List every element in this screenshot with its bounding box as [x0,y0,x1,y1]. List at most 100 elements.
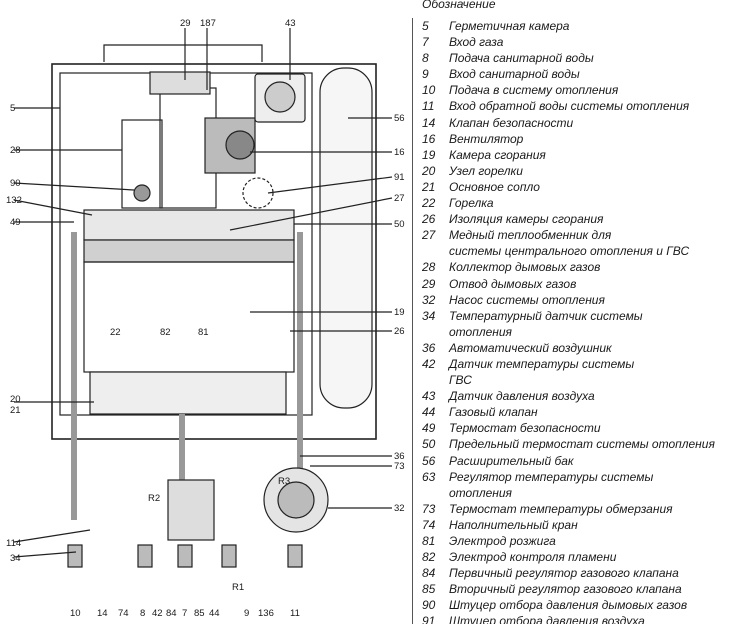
legend-item: 34 Температурный датчик системы [413,308,731,324]
callout-36: 36 [394,451,405,462]
legend-item-text: Клапан безопасности [449,115,574,130]
legend-item-text: отопления [449,324,512,339]
legend-item-text: Вторичный регулятор газового клапана [449,582,682,597]
legend-item-text: Температурный датчик системы [449,308,643,323]
legend-item-text: Расширительный бак [449,453,574,468]
smoke-collector [121,119,163,209]
callout-74: 74 [118,608,129,619]
legend-item-text: Электрод контроля пламени [449,550,617,565]
callout-43: 43 [285,18,296,29]
legend-item-number: 82 [422,550,436,565]
legend-item-text: Основное сопло [449,179,540,194]
legend-item: 11 Вход обратной воды системы отопления [413,98,731,114]
legend-item-text: отопления [449,485,512,500]
callout-91: 91 [394,172,405,183]
legend-item-text: Датчик температуры системы [449,356,635,371]
legend-item-number [413,485,449,501]
legend-item-number: 91 [422,614,436,624]
burner-assembly [89,371,287,415]
legend-item-text: Узел горелки [449,163,523,178]
mounting-bracket [103,44,263,62]
legend-item-number: 32 [422,292,436,307]
legend-item-number: 36 [422,340,436,355]
legend-item-number: 16 [422,131,436,146]
legend-item-number: 42 [422,356,436,371]
flue-pressure-nipple [133,184,151,202]
legend-item-number: 90 [422,598,436,613]
callout-14: 14 [97,608,108,619]
legend-item-number: 9 [422,67,429,82]
legend-item-number: 85 [422,582,436,597]
legend-item-text: Термостат безопасности [449,421,601,436]
callout-9: 9 [244,608,249,619]
boiler-diagram: 29 187 43 5 28 90 132 49 20 21 114 34 56… [6,18,405,619]
legend-item-number: 84 [422,566,436,581]
legend-item-text: Горелка [449,196,494,211]
legend-item-text: Вход обратной воды системы отопления [449,99,690,114]
legend-item: системы центрального отопления и ГВС [413,243,731,259]
expansion-tank [319,67,373,409]
legend-item-number [413,324,449,340]
callout-27: 27 [394,193,405,204]
callout-56: 56 [394,113,405,124]
legend-item-number: 29 [422,276,436,291]
legend-item: отопления [413,485,731,501]
legend-item-number: 11 [422,99,435,114]
legend-item: отопления [413,324,731,340]
callout-28: 28 [10,145,21,156]
boiler-casing [51,63,377,440]
legend-item-number: 10 [422,83,436,98]
callout-73: 73 [394,461,405,472]
legend-item: ГВС [413,372,731,388]
callout-82: 82 [160,327,171,338]
legend-item-text: Подача санитарной воды [449,51,594,66]
legend-item: 29 Отвод дымовых газов [413,276,731,292]
legend-item: 32 Насос системы отопления [413,292,731,308]
legend-item-text: Коллектор дымовых газов [449,260,601,275]
legend-item-text: Насос системы отопления [449,292,605,307]
legend-item-number [413,243,449,259]
legend-item-number: 5 [422,19,429,33]
callout-44: 44 [209,608,220,619]
callout-22: 22 [110,327,121,338]
callout-5: 5 [10,103,15,114]
legend-item-number: 74 [422,517,436,532]
callout-R1: R1 [232,582,244,593]
callout-26: 26 [394,326,405,337]
callout-50: 50 [394,219,405,230]
callout-34: 34 [10,553,21,564]
callout-114: 114 [6,538,21,549]
callout-32: 32 [394,503,405,514]
callout-7: 7 [182,608,187,619]
legend-item-text: Отвод дымовых газов [449,276,577,291]
callout-11: 11 [290,608,300,619]
legend-item-text: Предельный термостат системы отопления [449,437,715,452]
legend-item-number: 34 [422,308,436,323]
connector-11 [287,544,303,568]
legend-item-text: Камера сгорания [449,147,546,162]
legend-item-text: Газовый клапан [449,405,538,420]
heat-exchanger-lower [83,239,295,263]
connector-7 [177,544,193,568]
legend-title: Обозначение [422,0,496,11]
legend-item-number: 27 [422,228,436,243]
legend-item-text: Регулятор температуры системы [449,469,654,484]
legend-item-text: Вход газа [449,35,504,50]
legend-item-number: 14 [422,115,436,130]
